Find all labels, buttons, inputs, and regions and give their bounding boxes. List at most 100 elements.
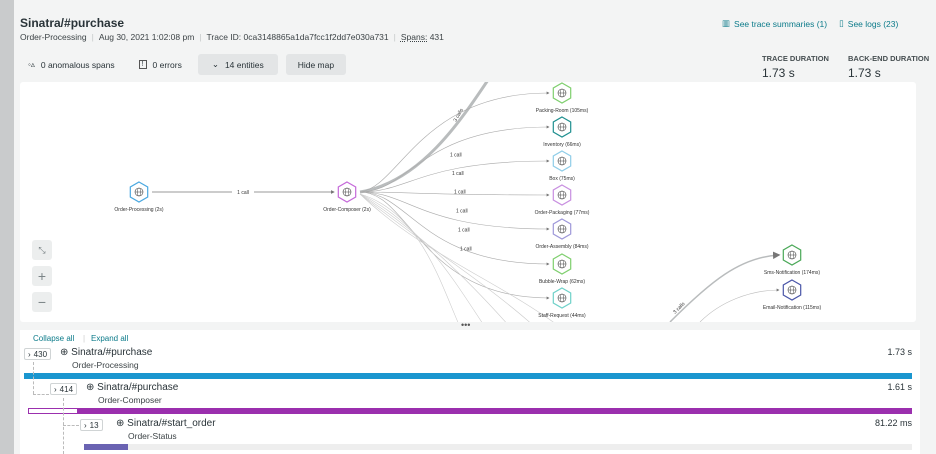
node-label: Box (75ms) xyxy=(549,176,575,182)
entities-dropdown[interactable]: ⌄14 entities xyxy=(197,54,278,75)
chevron-right-icon: › xyxy=(54,384,57,394)
edge-label: 1 call xyxy=(452,171,464,177)
tree-connector xyxy=(33,362,34,394)
span-row[interactable]: ⊕ Sinatra/#start_order xyxy=(116,418,216,430)
span-bar xyxy=(24,373,912,379)
span-duration: 1.61 s xyxy=(887,382,912,392)
service-node[interactable]: Sms-Notification (174ms) xyxy=(764,244,820,276)
node-label: Order-Packaging (77ms) xyxy=(535,210,590,216)
edge-composer-to-packing-room[interactable] xyxy=(359,91,550,193)
expand-children-button[interactable]: ›414 xyxy=(50,383,78,395)
chevron-right-icon: › xyxy=(84,420,87,430)
logs-link[interactable]: ▯See logs (23) xyxy=(839,18,898,29)
expand-all-link[interactable]: Expand all xyxy=(91,334,129,343)
hide-map-button[interactable]: Hide map xyxy=(285,54,347,75)
zoom-out-button[interactable]: − xyxy=(32,292,52,312)
service-node[interactable]: Order-Processing (2s) xyxy=(114,181,164,213)
bar-chart-icon: ▥ xyxy=(722,18,731,28)
child-count: 13 xyxy=(89,420,99,430)
collapse-all-link[interactable]: Collapse all xyxy=(33,334,75,343)
service-node[interactable]: Box (75ms) xyxy=(549,150,575,182)
edge-label: 1 call xyxy=(454,190,466,196)
divider: | xyxy=(91,32,94,42)
spans-info: Spans: 431 xyxy=(401,32,444,42)
zoom-in-button[interactable]: + xyxy=(32,266,52,286)
span-name: Sinatra/#purchase xyxy=(71,347,153,358)
expand-children-button[interactable]: ›13 xyxy=(80,419,103,431)
timestamp: Aug 30, 2021 1:02:08 pm xyxy=(98,32,195,42)
service-node[interactable]: Staff-Request (44ms) xyxy=(538,287,586,319)
edge-offscreen xyxy=(359,193,554,322)
service-node[interactable]: Bubble-Wrap (62ms) xyxy=(539,253,585,285)
span-duration: 1.73 s xyxy=(887,347,912,357)
chevron-right-icon: › xyxy=(28,349,31,359)
edge-to-sms-notification[interactable] xyxy=(669,251,781,322)
backend-duration-value: 1.73 s xyxy=(848,66,881,80)
service-node[interactable]: Order-Packaging (77ms) xyxy=(535,184,590,216)
service-node[interactable]: Inventory (66ms) xyxy=(543,116,581,148)
node-label: Email-Notification (115ms) xyxy=(763,305,822,311)
node-label: Order-Composer (2s) xyxy=(323,207,371,213)
span-bar-self xyxy=(28,408,78,414)
node-label: Order-Assembly (84ms) xyxy=(535,244,588,250)
backend-duration-label: BACK-END DURATION xyxy=(848,54,930,63)
globe-icon xyxy=(557,259,567,269)
node-label: Inventory (66ms) xyxy=(543,142,581,148)
edge-composer-to-order-packaging[interactable] xyxy=(359,191,550,197)
entity-name: Order-Processing xyxy=(20,32,87,42)
service-node[interactable]: Packing-Room (105ms) xyxy=(536,82,589,114)
service-node[interactable]: Order-Composer (2s) xyxy=(323,181,371,213)
spans-count: 431 xyxy=(429,32,444,42)
error-icon: ! xyxy=(138,60,147,69)
divider: | xyxy=(83,334,86,343)
globe-icon: ⊕ xyxy=(60,347,69,358)
edge-composer-to-box[interactable] xyxy=(359,159,550,193)
edge-composer-to-bubble-wrap[interactable] xyxy=(359,191,550,266)
globe-icon xyxy=(557,122,567,132)
span-name: Sinatra/#purchase xyxy=(97,382,179,393)
globe-icon xyxy=(557,293,567,303)
resize-handle[interactable]: ••• xyxy=(461,320,471,330)
page-title: Sinatra/#purchase xyxy=(20,16,125,30)
expand-children-button[interactable]: ›430 xyxy=(24,348,52,360)
span-row[interactable]: ⊕ Sinatra/#purchase xyxy=(60,347,152,359)
tree-connector xyxy=(63,398,64,454)
entities-label: 14 entities xyxy=(224,59,264,70)
edge-label-background xyxy=(232,188,254,196)
edge-three-calls[interactable] xyxy=(359,82,490,194)
edge-composer-to-order-assembly[interactable] xyxy=(359,191,550,231)
anomalous-spans-filter[interactable]: ◦▵0 anomalous spans xyxy=(20,54,123,75)
edge-label: 1 call xyxy=(237,190,249,196)
edge-label: 1 call xyxy=(458,228,470,234)
globe-icon xyxy=(557,88,567,98)
globe-icon xyxy=(134,187,144,197)
fit-to-screen-button[interactable]: ⤡ xyxy=(32,240,52,260)
span-entity: Order-Status xyxy=(128,431,177,441)
span-row[interactable]: ⊕ Sinatra/#purchase xyxy=(86,382,178,394)
divider: | xyxy=(199,32,202,42)
span-entity: Order-Composer xyxy=(98,395,162,405)
errors-label: 0 errors xyxy=(152,59,182,70)
plus-icon: + xyxy=(37,268,47,284)
edge-composer-to-staff-request[interactable] xyxy=(359,191,550,300)
span-bar-track xyxy=(84,444,912,450)
trace-summaries-link[interactable]: ▥See trace summaries (1) xyxy=(722,18,827,29)
service-node[interactable]: Order-Assembly (84ms) xyxy=(535,218,589,250)
globe-icon xyxy=(787,285,797,295)
edge-composer-to-inventory[interactable] xyxy=(359,125,550,193)
globe-icon xyxy=(557,190,567,200)
child-count: 430 xyxy=(33,349,48,359)
edge-offscreen xyxy=(359,193,459,322)
span-duration: 81.22 ms xyxy=(874,418,912,428)
node-label: Staff-Request (44ms) xyxy=(538,313,586,319)
service-node[interactable]: Email-Notification (115ms) xyxy=(763,279,822,311)
tree-connector xyxy=(33,394,49,395)
edge-to-email-notification[interactable] xyxy=(699,288,780,322)
errors-filter[interactable]: ! 0 errors xyxy=(131,54,190,75)
trace-meta: Order-Processing | Aug 30, 2021 1:02:08 p… xyxy=(20,32,444,42)
trace-duration-value: 1.73 s xyxy=(762,66,795,80)
document-icon: ▯ xyxy=(839,18,844,28)
